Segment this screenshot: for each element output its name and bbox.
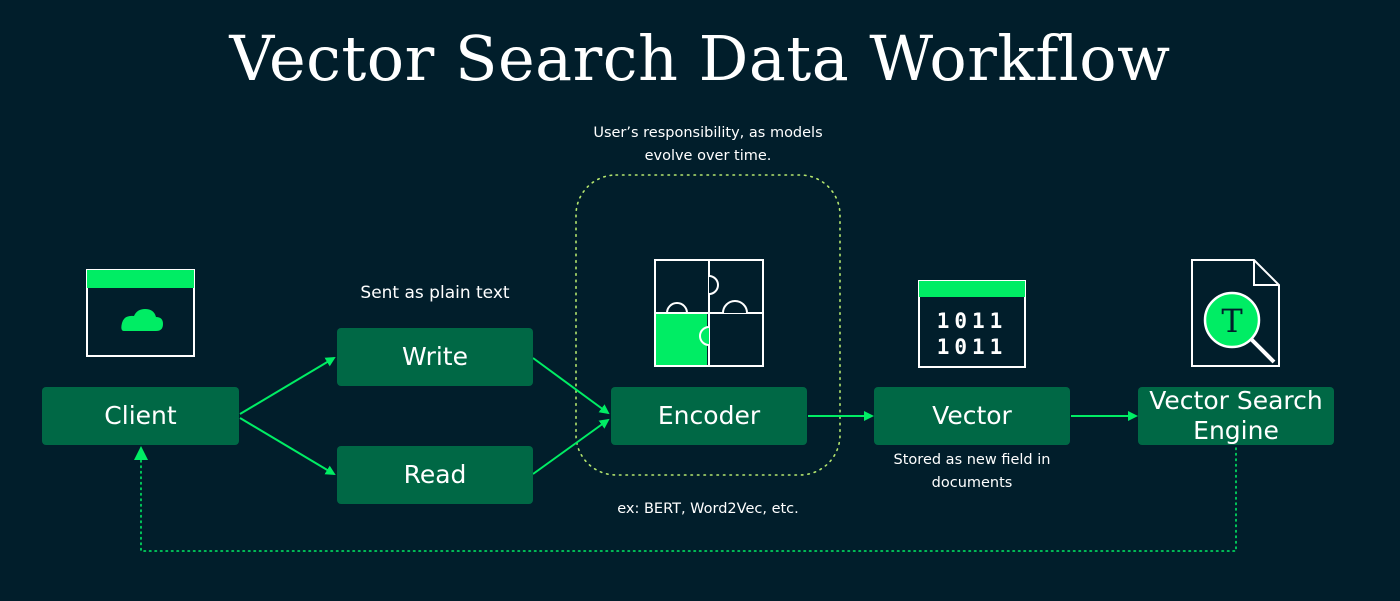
client-node: Client	[42, 387, 239, 445]
vector-node: Vector	[874, 387, 1070, 445]
engine-node: Vector Search Engine	[1138, 386, 1334, 445]
models-note: ex: BERT, Word2Vec, etc.	[617, 501, 799, 517]
puzzle-pieces-icon	[654, 259, 764, 367]
arrow-engine-to-client-feedback	[140, 447, 1237, 552]
document-search-icon	[1191, 259, 1280, 367]
write-node: Write	[337, 328, 533, 386]
binary-window-icon	[918, 280, 1026, 368]
browser-window-cloud-icon	[86, 269, 195, 357]
responsibility-note: User’s responsibility, as models evolve …	[593, 125, 823, 165]
arrow-client-to-read	[239, 417, 336, 476]
encoder-node: Encoder	[611, 387, 807, 445]
search-glyph: T	[1221, 302, 1243, 340]
plain-text-note: Sent as plain text	[360, 283, 510, 303]
arrow-read-to-encoder	[532, 418, 610, 475]
read-node: Read	[337, 446, 533, 504]
feedback-arrowhead	[134, 446, 148, 460]
binary-row-2: 1011	[937, 335, 1008, 359]
diagram-title: Vector Search Data Workflow	[229, 22, 1171, 95]
stored-note: Stored as new field in documents	[893, 452, 1051, 492]
encoder-group-outline	[575, 174, 841, 476]
arrow-client-to-write	[239, 356, 336, 415]
binary-row-1: 1011	[937, 309, 1008, 333]
arrow-write-to-encoder	[532, 357, 610, 415]
